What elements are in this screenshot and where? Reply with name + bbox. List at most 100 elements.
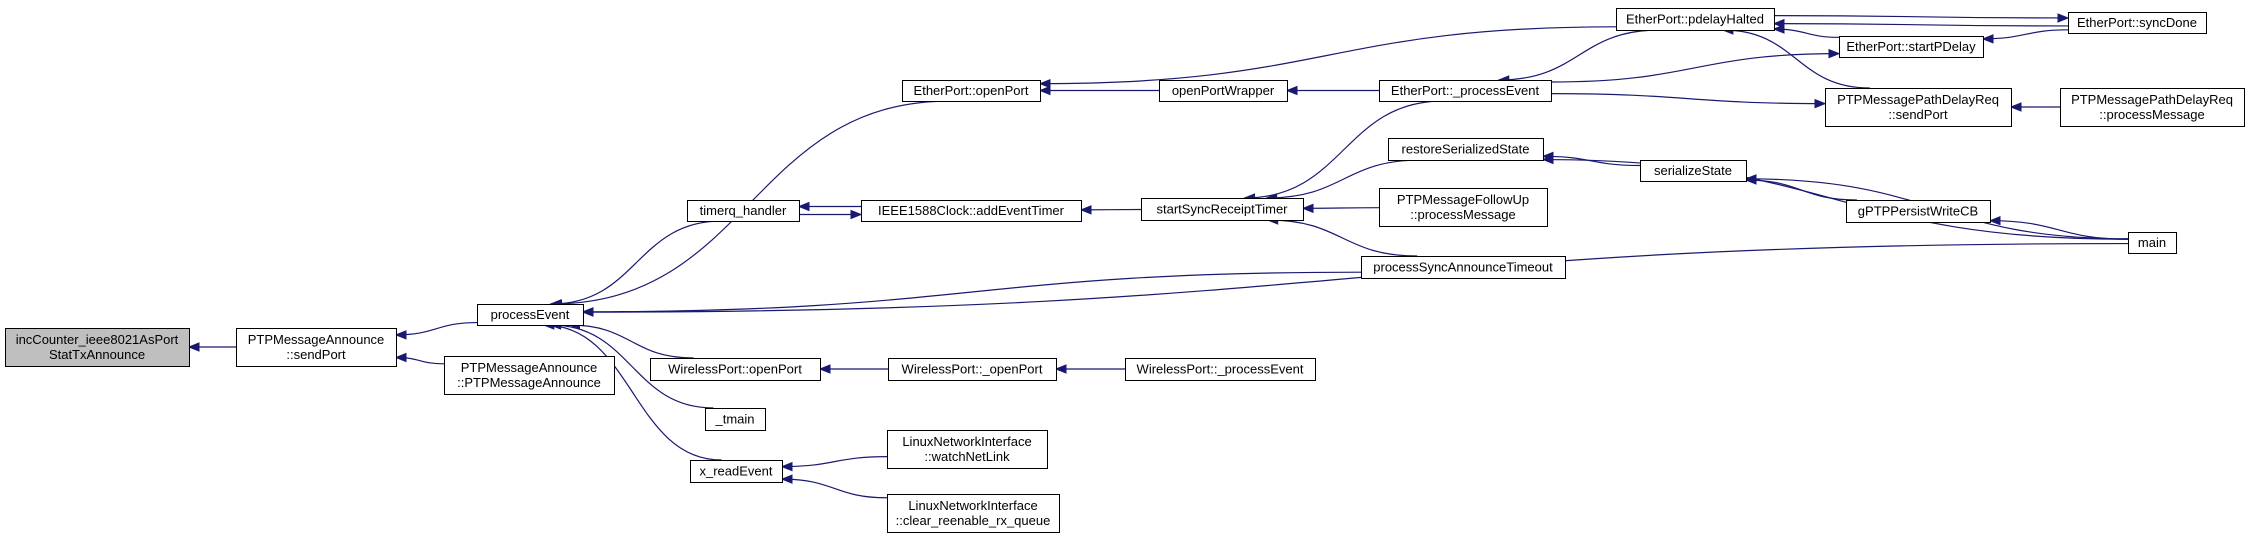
graph-node-pdreq-send[interactable]: PTPMessagePathDelayReq::sendPort bbox=[1825, 88, 2012, 127]
graph-node-fup[interactable]: PTPMessageFollowUp::processMessage bbox=[1379, 188, 1548, 227]
graph-node-wl-proc[interactable]: WirelessPort::_processEvent bbox=[1125, 358, 1316, 381]
node-label: ::processMessage bbox=[1410, 207, 1516, 222]
edge-line bbox=[543, 324, 722, 461]
node-box bbox=[2128, 232, 2177, 254]
graph-node-restore[interactable]: restoreSerializedState bbox=[1388, 138, 1544, 161]
call-edge bbox=[1497, 29, 1660, 85]
graph-node-pdelayHalt[interactable]: EtherPort::pdelayHalted bbox=[1616, 8, 1775, 31]
graph-node-pdreq-proc[interactable]: PTPMessagePathDelayReq::processMessage bbox=[2060, 88, 2245, 127]
node-box bbox=[1846, 200, 1991, 223]
graph-node-lni-watch[interactable]: LinuxNetworkInterface::watchNetLink bbox=[887, 430, 1048, 469]
node-label: ::processMessage bbox=[2099, 107, 2205, 122]
arrowhead bbox=[797, 201, 810, 212]
graph-node-timerq[interactable]: timerq_handler bbox=[687, 200, 800, 222]
arrowhead bbox=[1285, 85, 1298, 96]
arrowhead bbox=[1828, 48, 1841, 59]
node-box bbox=[902, 80, 1041, 102]
arrowhead bbox=[1988, 215, 2001, 226]
node-label: LinuxNetworkInterface bbox=[908, 498, 1037, 513]
node-label: EtherPort::openPort bbox=[914, 83, 1029, 98]
edge-line bbox=[1039, 26, 1617, 85]
call-edge bbox=[1054, 364, 1125, 374]
node-label: ::sendPort bbox=[286, 347, 346, 362]
node-label: _tmain bbox=[714, 412, 754, 427]
node-label: EtherPort::_processEvent bbox=[1391, 83, 1540, 98]
edge-line bbox=[1773, 15, 2069, 19]
call-edge bbox=[818, 364, 888, 374]
node-box bbox=[1379, 80, 1552, 102]
graph-node-serial[interactable]: serializeState bbox=[1640, 160, 1747, 182]
call-edge bbox=[780, 474, 888, 499]
node-box bbox=[887, 430, 1048, 469]
node-box bbox=[861, 200, 1082, 222]
node-box bbox=[1640, 160, 1747, 182]
node-box bbox=[2060, 88, 2245, 127]
node-box bbox=[887, 494, 1060, 533]
node-box bbox=[477, 304, 584, 326]
graph-node-main[interactable]: main bbox=[2128, 232, 2177, 254]
graph-node-tmain[interactable]: _tmain bbox=[705, 408, 766, 431]
arrowhead bbox=[780, 461, 793, 472]
graph-node-ann-ctor[interactable]: PTPMessageAnnounce::PTPMessageAnnounce bbox=[444, 356, 615, 395]
edge-line bbox=[1989, 220, 2129, 240]
call-edge bbox=[550, 220, 722, 309]
call-edge bbox=[1550, 48, 1841, 83]
call-edge bbox=[187, 342, 237, 352]
call-edge bbox=[780, 456, 888, 472]
graph-node-addEvt[interactable]: IEEE1588Clock::addEventTimer bbox=[861, 200, 1082, 222]
node-box bbox=[650, 358, 821, 381]
graph-node-wl--open[interactable]: WirelessPort::_openPort bbox=[888, 358, 1057, 381]
arrowhead bbox=[2009, 102, 2022, 112]
node-box bbox=[1379, 188, 1548, 227]
node-label: PTPMessageFollowUp bbox=[1397, 192, 1529, 207]
call-edge bbox=[797, 201, 862, 212]
call-edge bbox=[1981, 29, 2069, 44]
node-label: PTPMessagePathDelayReq bbox=[1837, 92, 1999, 107]
call-edge bbox=[1541, 154, 2129, 240]
arrowhead bbox=[1541, 154, 1554, 165]
arrowhead bbox=[1814, 98, 1827, 109]
arrowhead bbox=[850, 209, 863, 220]
edge-line bbox=[1267, 219, 1418, 257]
edges-layer bbox=[187, 13, 2129, 499]
node-label: openPortWrapper bbox=[1172, 83, 1275, 98]
graph-node-procEvt[interactable]: processEvent bbox=[477, 304, 584, 326]
graph-node-wl-open[interactable]: WirelessPort::openPort bbox=[650, 358, 821, 381]
call-edge bbox=[1773, 13, 2070, 23]
node-label: EtherPort::pdelayHalted bbox=[1626, 12, 1764, 27]
arrowhead bbox=[1054, 364, 1067, 374]
call-edge bbox=[1541, 151, 1641, 167]
node-box bbox=[444, 356, 615, 395]
graph-node-ann-send[interactable]: PTPMessageAnnounce::sendPort bbox=[236, 328, 397, 367]
graph-node-syncAnn[interactable]: processSyncAnnounceTimeout bbox=[1361, 256, 1566, 279]
arrowhead bbox=[818, 364, 831, 374]
node-label: ::watchNetLink bbox=[924, 449, 1010, 464]
graph-node-openWrap[interactable]: openPortWrapper bbox=[1159, 80, 1288, 102]
node-label: StatTxAnnounce bbox=[49, 347, 145, 362]
graph-node-lni-clear[interactable]: LinuxNetworkInterface::clear_reenable_rx… bbox=[887, 494, 1060, 533]
call-edge bbox=[581, 271, 1362, 317]
node-label: PTPMessageAnnounce bbox=[248, 332, 385, 347]
graph-node-xread[interactable]: x_readEvent bbox=[690, 460, 783, 483]
call-edge bbox=[1079, 205, 1142, 215]
edge-line bbox=[582, 271, 1362, 313]
graph-node-eth-proc[interactable]: EtherPort::_processEvent bbox=[1379, 80, 1552, 102]
node-label: IEEE1588Clock::addEventTimer bbox=[878, 203, 1065, 218]
arrowhead bbox=[1772, 18, 1785, 29]
graph-node-syncDone[interactable]: EtherPort::syncDone bbox=[2068, 12, 2207, 34]
arrowhead bbox=[581, 307, 594, 317]
node-box bbox=[690, 460, 783, 483]
graph-node-startSync[interactable]: startSyncReceiptTimer bbox=[1141, 198, 1304, 221]
edge-line bbox=[582, 242, 2129, 313]
graph-node-eth-open[interactable]: EtherPort::openPort bbox=[902, 80, 1041, 102]
node-label: LinuxNetworkInterface bbox=[902, 434, 1031, 449]
graph-node-startPD[interactable]: EtherPort::startPDelay bbox=[1839, 36, 1984, 58]
edge-line bbox=[1982, 29, 2069, 40]
arrowhead bbox=[394, 352, 407, 363]
node-box bbox=[1825, 88, 2012, 127]
call-edge bbox=[581, 242, 2129, 317]
call-edge bbox=[1038, 26, 1617, 89]
graph-node-gptp[interactable]: gPTPPersistWriteCB bbox=[1846, 200, 1991, 223]
node-label: ::clear_reenable_rx_queue bbox=[896, 513, 1051, 528]
